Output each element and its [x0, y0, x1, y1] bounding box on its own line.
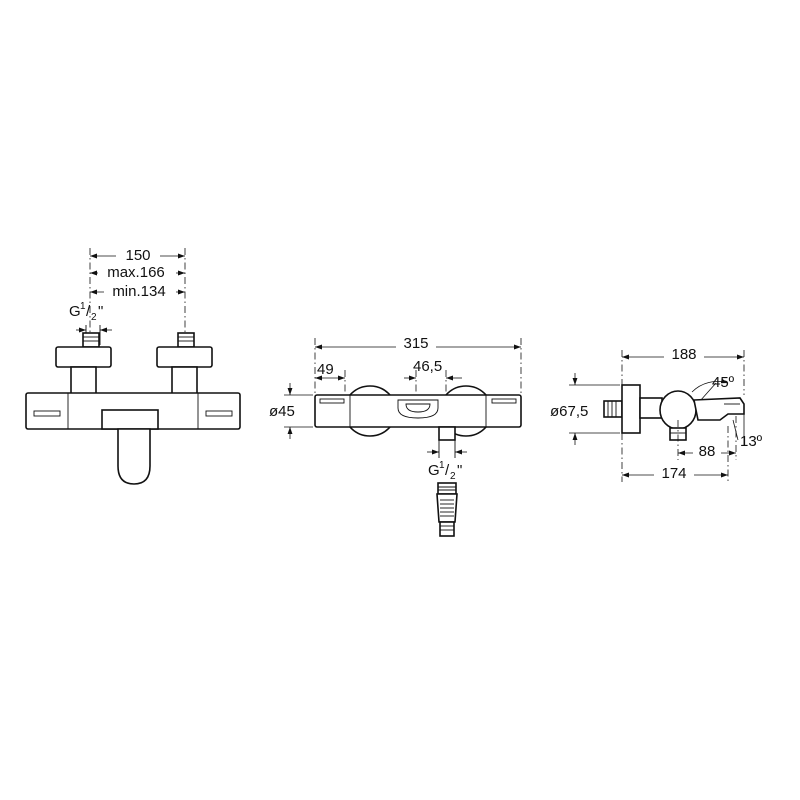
dim-outlet-label: 174	[661, 465, 686, 482]
dim-min-label: min.134	[112, 283, 165, 300]
dim-max-label: max.166	[107, 264, 165, 281]
svg-text:2: 2	[450, 471, 456, 482]
dim-left-label: 49	[317, 361, 334, 378]
svg-text:G: G	[428, 462, 440, 479]
svg-text:1: 1	[80, 301, 86, 312]
dim-diameter-label-top: ø45	[269, 403, 295, 420]
svg-text:": "	[457, 462, 462, 479]
top-view: 315 49 46,5 ø45	[269, 334, 522, 537]
spout-front	[117, 428, 151, 485]
svg-text:/: /	[445, 462, 450, 479]
dim-center-label: 46,5	[413, 358, 442, 375]
dim-width-label: 150	[125, 247, 150, 264]
svg-text:1: 1	[439, 460, 445, 471]
dim-diameter-label-side: ø67,5	[550, 403, 588, 420]
mixer-body-side	[603, 384, 745, 441]
thread-callout-top: G 1 / 2 "	[428, 460, 462, 482]
inlet-connector-right	[156, 332, 213, 395]
mixer-body-front	[25, 392, 241, 485]
thread-callout-front: G 1 / 2 "	[69, 301, 103, 323]
dim-spout-label: 88	[699, 443, 716, 460]
dim-depth-label: 188	[671, 346, 696, 363]
dim-angle-label: 45º	[712, 374, 735, 391]
svg-text:/: /	[86, 303, 91, 320]
dim-length-label: 315	[403, 335, 428, 352]
front-view: 150 max.166 min.134 G 1 / 2 "	[25, 245, 241, 485]
svg-text:G: G	[69, 303, 81, 320]
dim-spout-angle-label: 13º	[740, 433, 763, 450]
mixer-body-top	[314, 385, 522, 441]
hose-connector	[436, 482, 458, 537]
spout-side	[693, 397, 745, 421]
side-view: 188 ø67,5 45º 88	[550, 345, 763, 482]
svg-text:2: 2	[91, 312, 97, 323]
inlet-connector-left	[55, 332, 112, 395]
svg-text:": "	[98, 303, 103, 320]
